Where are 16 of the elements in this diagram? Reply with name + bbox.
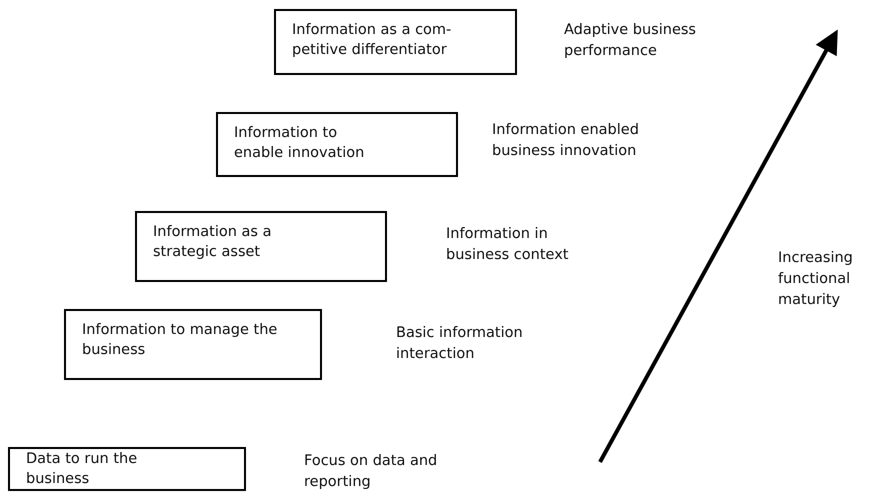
- stage-box: [8, 447, 246, 491]
- stage-description: Information in business context: [446, 225, 570, 265]
- stage-description: Adaptive business performance: [564, 21, 697, 61]
- stage-description: Information enabled business innovation: [492, 121, 640, 161]
- stage-description: Increasing functional maturity: [778, 249, 854, 310]
- stage-text: Information to manage the business: [82, 321, 278, 360]
- stage-text: Data to run the business: [26, 450, 138, 489]
- stage-box: [216, 112, 458, 177]
- stage-description: Basic information interaction: [396, 324, 524, 364]
- stage-text: Information as a com- petitive differentiator: [292, 21, 452, 60]
- stage-description: Focus on data and reporting: [304, 452, 438, 492]
- stage-box: [135, 211, 387, 282]
- stage-box: [274, 9, 517, 75]
- stage-box: [64, 309, 322, 380]
- stage-text: Information to enable innovation: [234, 124, 366, 163]
- stage-text: Information as a strategic asset: [153, 223, 272, 262]
